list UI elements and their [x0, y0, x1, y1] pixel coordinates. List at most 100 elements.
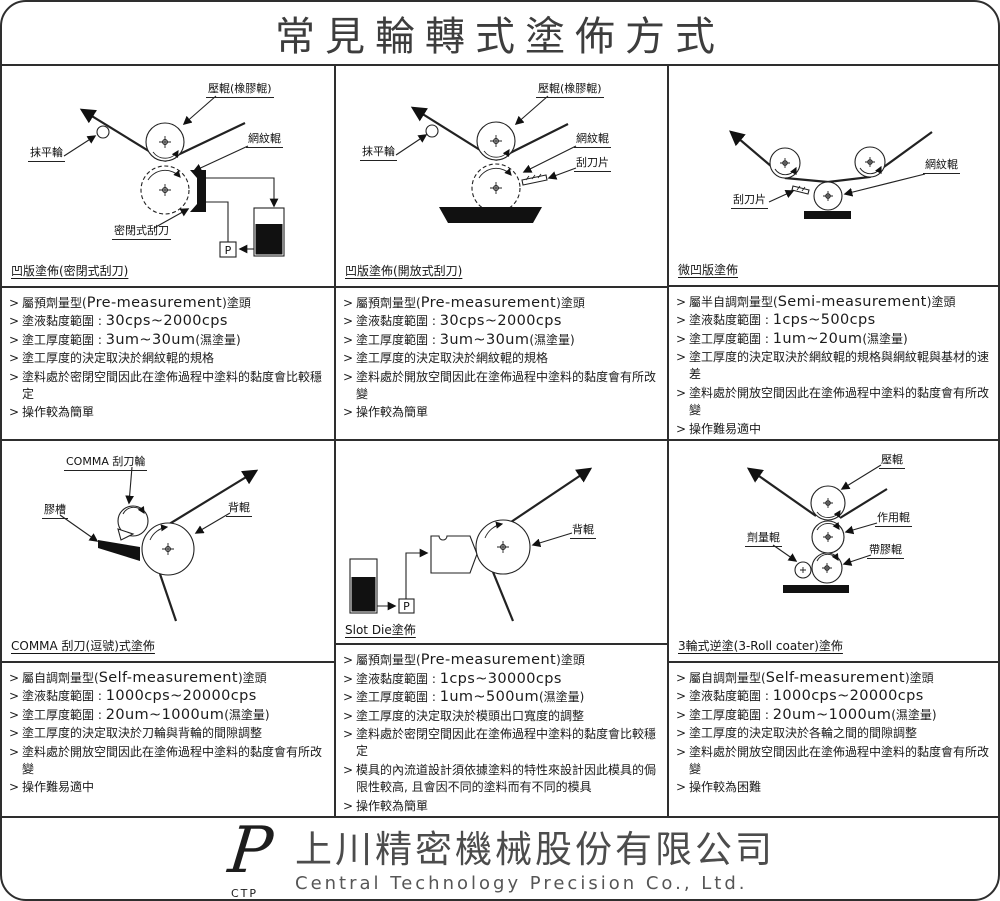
glue-trough [98, 540, 140, 561]
panel-bullets: 屬預劑量型(Pre-measurement)塗頭塗液黏度範圍 : 30cps~2… [2, 286, 334, 439]
company-name-en: Central Technology Precision Co., Ltd. [295, 872, 748, 894]
press-roller [145, 122, 185, 162]
leader-lines [395, 95, 577, 180]
backing-roller-label: 背輥 [570, 521, 596, 539]
bullet-item: 塗工厚度範圍 : 3um~30um(濕塗量) [9, 332, 331, 350]
press-roller [810, 485, 846, 521]
bullet-item: 塗工厚度範圍 : 20um~1000um(濕塗量) [9, 707, 331, 725]
coating-pan [783, 585, 849, 593]
blade-label: 刮刀片 [574, 154, 611, 172]
bullet-item: 塗液黏度範圍 : 1cps~500cps [676, 312, 995, 330]
gravure-roller-label: 網紋輥 [246, 130, 283, 148]
page-title: 常見輪轉式塗佈方式 [275, 14, 725, 60]
press-roller-label: 壓輥(橡膠輥) [536, 80, 604, 98]
supply-pipes [377, 548, 429, 611]
leader-lines [531, 532, 573, 548]
panel-caption: 3輪式逆塗(3-Roll coater)塗佈 [678, 639, 843, 653]
bullet-item: 屬預劑量型(Pre-measurement)塗頭 [343, 295, 664, 313]
bullet-item: 塗料處於開放空間因此在塗佈過程中塗料的黏度會有所改變 [343, 369, 664, 404]
panel-caption: 凹版塗佈(密閉式刮刀) [11, 264, 129, 278]
gravure-open-drawing [395, 95, 577, 223]
leader-lines [59, 466, 231, 542]
chamber-doctor-blade [190, 170, 206, 212]
bullet-item: 操作較為簡單 [343, 798, 664, 816]
panel-caption: 凹版塗佈(開放式刮刀) [345, 264, 463, 278]
micro-gravure-roller [813, 181, 843, 211]
pump-box: P [398, 598, 415, 614]
backing-roller [475, 519, 531, 575]
metering-roller-label: 劑量輥 [745, 529, 782, 547]
coating-pan [804, 211, 851, 219]
ctp-logo: P CTP [225, 814, 287, 900]
panel-caption: Slot Die塗佈 [345, 623, 416, 638]
coating-pan [439, 207, 542, 223]
bullet-item: 屬自調劑量型(Self-measurement)塗頭 [676, 670, 995, 688]
bullet-item: 塗工厚度範圍 : 1um~20um(濕塗量) [676, 331, 995, 349]
comma-roller [117, 505, 149, 541]
panel-comma-blade: COMMA 刮刀輪 膠槽 背輥 COMMA 刮刀(逗號)式塗佈 屬自調劑量型(S… [2, 441, 336, 816]
bullet-item: 塗液黏度範圍 : 1000cps~20000cps [9, 688, 331, 706]
blade-label: 刮刀片 [731, 191, 768, 209]
doctor-blade [521, 173, 548, 186]
three-roll-diagram: 壓輥 作用輥 帶膠輥 劑量輥 [669, 441, 998, 637]
panel-bullets: 屬預劑量型(Pre-measurement)塗頭塗液黏度範圍 : 30cps~2… [336, 286, 667, 439]
glue-roller-label: 帶膠輥 [867, 541, 904, 559]
bullet-item: 塗料處於密閉空間因此在塗佈過程中塗料的黏度會比較穩定 [343, 726, 664, 761]
comma-roller-label: COMMA 刮刀輪 [64, 453, 148, 471]
applicator-roller-label: 作用輥 [875, 509, 912, 527]
backing-roller [141, 522, 195, 576]
leader-lines [768, 173, 926, 203]
bullet-item: 塗料處於開放空間因此在塗佈過程中塗料的黏度會有所改變 [676, 385, 995, 420]
slot-die-diagram: P [336, 441, 667, 622]
glue-trough-label: 膠槽 [42, 501, 68, 519]
bullet-item: 操作難易適中 [676, 421, 995, 439]
bullet-item: 塗液黏度範圍 : 30cps~2000cps [343, 313, 664, 331]
bullet-item: 塗工厚度範圍 : 3um~30um(濕塗量) [343, 332, 664, 350]
panel-gravure-closed: P 壓輥(橡膠輥) 網紋輥 抹平輪 密閉式刮刀 凹版塗佈(密閉式刮刀) 屬預劑量… [2, 66, 336, 441]
panel-caption: COMMA 刮刀(逗號)式塗佈 [11, 639, 155, 653]
panel-micro-gravure: 刮刀片 網紋輥 微凹版塗佈 屬半自調劑量型(Semi-measurement)塗… [669, 66, 998, 441]
slot-die-head [430, 535, 478, 574]
micro-gravure-drawing [729, 130, 933, 219]
panel-bullets: 屬自調劑量型(Self-measurement)塗頭塗液黏度範圍 : 1000c… [669, 661, 998, 816]
pump-box: P [219, 241, 237, 258]
bullet-item: 塗工厚度的決定取決於網紋輥的規格 [9, 350, 331, 368]
panel-grid: P 壓輥(橡膠輥) 網紋輥 抹平輪 密閉式刮刀 凹版塗佈(密閉式刮刀) 屬預劑量… [2, 66, 998, 816]
title-bar: 常見輪轉式塗佈方式 [2, 2, 998, 66]
three-roll-drawing [746, 464, 888, 593]
web-path [491, 467, 593, 622]
comma-blade-diagram: COMMA 刮刀輪 膠槽 背輥 [2, 441, 334, 637]
comma-blade-drawing [59, 466, 259, 622]
panel-slot-die: P [336, 441, 669, 816]
leveler-wheel [96, 125, 110, 139]
bullet-item: 操作較為簡單 [343, 404, 664, 422]
leader-lines [63, 95, 249, 229]
bullet-item: 屬半自調劑量型(Semi-measurement)塗頭 [676, 294, 995, 312]
applicator-roller [811, 520, 845, 554]
gravure-roller-label: 網紋輥 [923, 156, 960, 174]
pump-label: P [225, 244, 232, 257]
logo-sub-text: CTP [231, 886, 259, 900]
bullet-item: 塗液黏度範圍 : 30cps~2000cps [9, 313, 331, 331]
panel-bullets: 屬自調劑量型(Self-measurement)塗頭塗液黏度範圍 : 1000c… [2, 661, 334, 816]
leveler-wheel-label: 抹平輪 [28, 144, 65, 162]
bullet-item: 塗液黏度範圍 : 1000cps~20000cps [676, 688, 995, 706]
bullet-item: 塗工厚度的決定取決於網紋輥的規格 [343, 350, 664, 368]
slot-die-drawing: P [349, 467, 593, 622]
bullet-item: 塗料處於開放空間因此在塗佈過程中塗料的黏度會有所改變 [676, 744, 995, 779]
micro-gravure-diagram: 刮刀片 網紋輥 [669, 66, 998, 261]
bullet-item: 塗料處於密閉空間因此在塗佈過程中塗料的黏度會比較穩定 [9, 369, 331, 404]
bullet-item: 操作難易適中 [9, 779, 331, 797]
footer: P CTP 上川精密機械股份有限公司 Central Technology Pr… [2, 814, 998, 900]
bullet-item: 塗工厚度的決定取決於模頭出口寬度的調整 [343, 708, 664, 726]
bullet-item: 塗工厚度的決定取決於刀輪與背輪的間隙調整 [9, 725, 331, 743]
panel-bullets: 屬半自調劑量型(Semi-measurement)塗頭塗液黏度範圍 : 1cps… [669, 284, 998, 439]
bullet-item: 屬預劑量型(Pre-measurement)塗頭 [343, 652, 664, 670]
idler-roller-left [769, 147, 801, 179]
gravure-roller-label: 網紋輥 [574, 130, 611, 148]
logo-letter: P [225, 813, 276, 888]
bullet-item: 塗料處於開放空間因此在塗佈過程中塗料的黏度會有所改變 [9, 744, 331, 779]
bullet-item: 塗工厚度的決定取決於網紋輥的規格與網紋輥與基材的速差 [676, 349, 995, 384]
gravure-open-diagram: 壓輥(橡膠輥) 網紋輥 刮刀片 抹平輪 [336, 66, 667, 262]
